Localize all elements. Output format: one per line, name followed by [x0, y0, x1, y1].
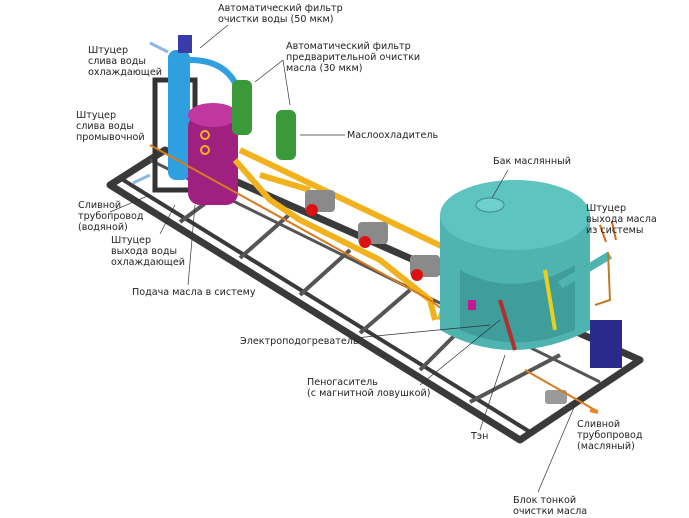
label-line: Штуцер [88, 45, 129, 56]
label-line: Подача масла в систему [132, 287, 256, 298]
label-ten: Тэн [471, 431, 488, 442]
label-electric-heater: Электроподогреватель [240, 336, 359, 347]
oil-outlet-manifold [557, 221, 617, 306]
label-line: Блок тонкой [513, 495, 577, 506]
label-oil-supply: Подача масла в систему [132, 287, 256, 298]
label-line: Штуцер [76, 110, 117, 121]
label-line: из системы [586, 225, 644, 236]
label-line: Маслоохладитель [347, 130, 439, 141]
label-line: промывочной [76, 132, 145, 143]
label-line: Штуцер [111, 235, 152, 246]
label-line: (водяной) [78, 222, 128, 233]
water-filter [152, 35, 243, 193]
label-line: выхода воды [111, 246, 178, 257]
fine-filter-block [545, 390, 567, 404]
label-line: предварительной очистки [286, 52, 421, 63]
oil-tank [440, 180, 590, 351]
label-line: Автоматический фильтр [286, 41, 411, 52]
label-line: выхода масла [586, 214, 657, 225]
label-line: Автоматический фильтр [218, 3, 343, 14]
label-line: очистки масла [513, 506, 588, 517]
label-line: масла (30 мкм) [286, 63, 363, 74]
label-line: Сливной [78, 200, 122, 211]
label-line: очистки воды (50 мкм) [218, 14, 334, 25]
label-line: (с магнитной ловушкой) [307, 388, 431, 399]
frame-crossbars [178, 183, 561, 404]
control-box [590, 320, 622, 368]
label-line: Тэн [471, 431, 489, 442]
label-line: Электроподогреватель [240, 336, 359, 347]
water-drain-arrow [132, 173, 151, 185]
oil-drain-arrow [589, 408, 599, 414]
label-line: трубопровод [78, 211, 144, 222]
label-line: Сливной [577, 419, 621, 430]
label-line: охлаждающей [111, 257, 185, 268]
oil-cooler-vessel [188, 103, 238, 205]
label-line: охлаждающей [88, 67, 162, 78]
label-line: слива воды [88, 56, 146, 67]
label-line: слива воды [76, 121, 134, 132]
oil-drain-pipe [524, 369, 596, 411]
label-line: Пеногаситель [307, 377, 378, 388]
label-oil-tank: Бак маслянный [493, 156, 571, 167]
oil-prefilters [232, 80, 296, 160]
label-oil-cooler: Маслоохладитель [347, 130, 438, 141]
label-line: Бак маслянный [493, 156, 571, 167]
leader-lines [109, 24, 576, 493]
pumps [305, 190, 440, 281]
label-line: (масляный) [577, 441, 635, 452]
water-inlet-arrow [149, 41, 169, 54]
label-line: трубопровод [577, 430, 643, 441]
label-line: Штуцер [586, 203, 627, 214]
label-defoamer: Пеногаситель(с магнитной ловушкой) [307, 377, 431, 399]
